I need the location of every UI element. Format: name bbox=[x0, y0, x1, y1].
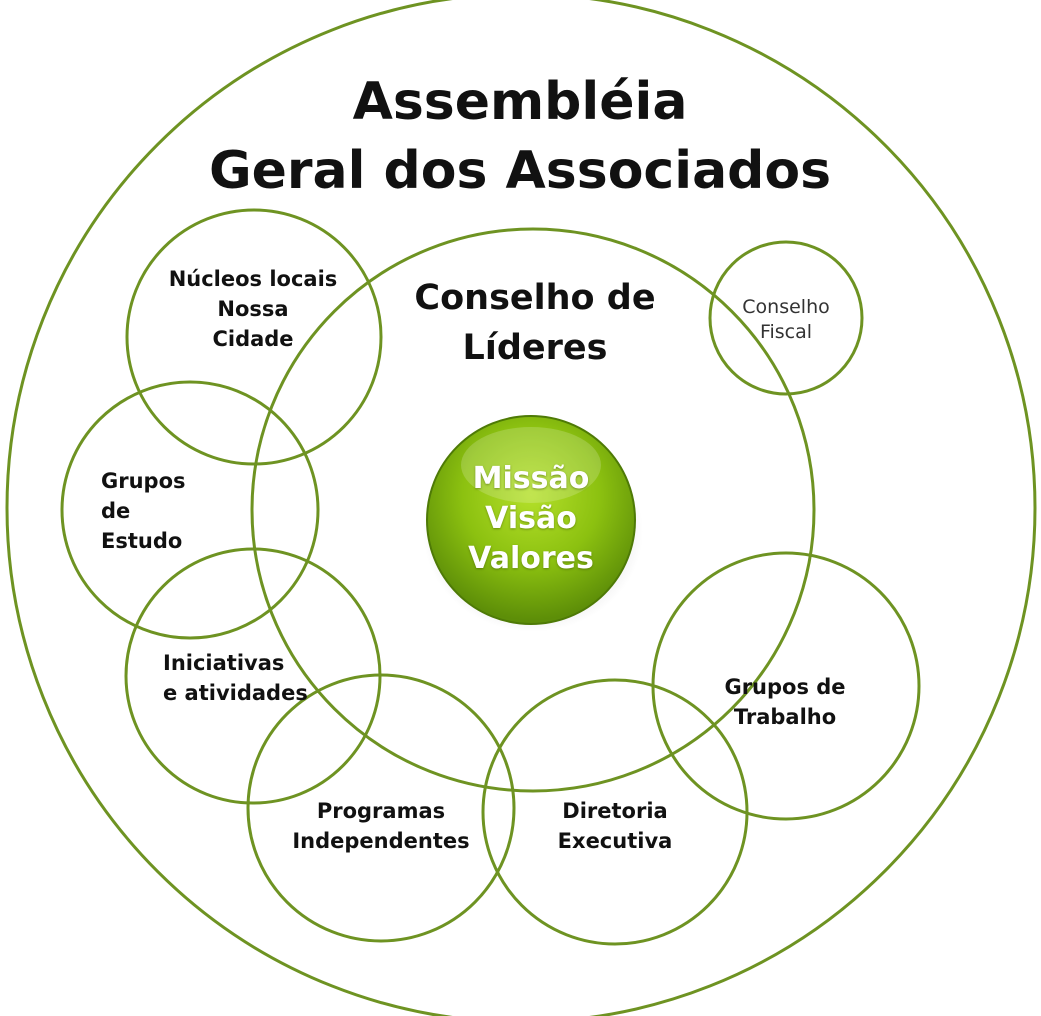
fiscal-line-2: Fiscal bbox=[759, 320, 813, 343]
grupos-trabalho-circle bbox=[651, 551, 921, 821]
nucleos-line-2: Nossa bbox=[217, 296, 289, 321]
grupos-estudo-line-1: Grupos bbox=[101, 469, 186, 493]
programas-line-2: Independentes bbox=[292, 828, 470, 853]
assembleia-title: Assembléia Geral dos Associados bbox=[120, 68, 920, 205]
programas-label: Programas Independentes bbox=[270, 797, 492, 857]
grupos-trabalho-label: Grupos de Trabalho bbox=[690, 673, 880, 733]
nucleos-line-3: Cidade bbox=[212, 326, 294, 351]
conselho-fiscal-label: Conselho Fiscal bbox=[715, 295, 857, 344]
conselho-fiscal-circle bbox=[708, 240, 864, 396]
diretoria-line-1: Diretoria bbox=[562, 799, 668, 823]
assembleia-circle bbox=[5, 0, 1037, 1016]
iniciativas-label: Iniciativas e atividades bbox=[163, 649, 363, 709]
trabalho-line-2: Trabalho bbox=[733, 704, 837, 729]
nucleos-circle bbox=[125, 208, 383, 466]
diretoria-label: Diretoria Executiva bbox=[520, 797, 710, 857]
trabalho-line-1: Grupos de bbox=[724, 675, 846, 699]
grupos-estudo-label: Grupos de Estudo bbox=[101, 467, 241, 556]
core-line-1: Missão bbox=[472, 461, 590, 496]
core-line-2: Visão bbox=[485, 500, 577, 536]
iniciativas-line-2: e atividades bbox=[163, 680, 308, 705]
grupos-estudo-line-3: Estudo bbox=[101, 528, 183, 553]
fiscal-line-1: Conselho bbox=[742, 296, 830, 318]
core-highlight bbox=[461, 427, 601, 503]
nucleos-line-1: Núcleos locais bbox=[168, 267, 338, 291]
conselho-lideres-circle bbox=[250, 227, 816, 793]
core-label: Missão Visão Valores bbox=[431, 459, 631, 579]
programas-circle bbox=[246, 673, 516, 943]
core-line-3: Valores bbox=[468, 540, 594, 576]
core-circle bbox=[426, 415, 636, 625]
programas-line-1: Programas bbox=[316, 799, 446, 823]
nucleos-label: Núcleos locais Nossa Cidade bbox=[140, 265, 366, 354]
conselho-lideres-label: Conselho de Líderes bbox=[380, 274, 690, 373]
iniciativas-line-1: Iniciativas bbox=[163, 651, 285, 675]
conselho-line-1: Conselho de bbox=[414, 278, 656, 318]
title-line-1: Assembléia bbox=[352, 72, 688, 132]
title-line-2: Geral dos Associados bbox=[208, 140, 832, 201]
grupos-estudo-circle bbox=[60, 380, 320, 640]
conselho-line-2: Líderes bbox=[462, 327, 608, 368]
grupos-estudo-line-2: de bbox=[101, 498, 131, 523]
diretoria-line-2: Executiva bbox=[557, 828, 673, 853]
